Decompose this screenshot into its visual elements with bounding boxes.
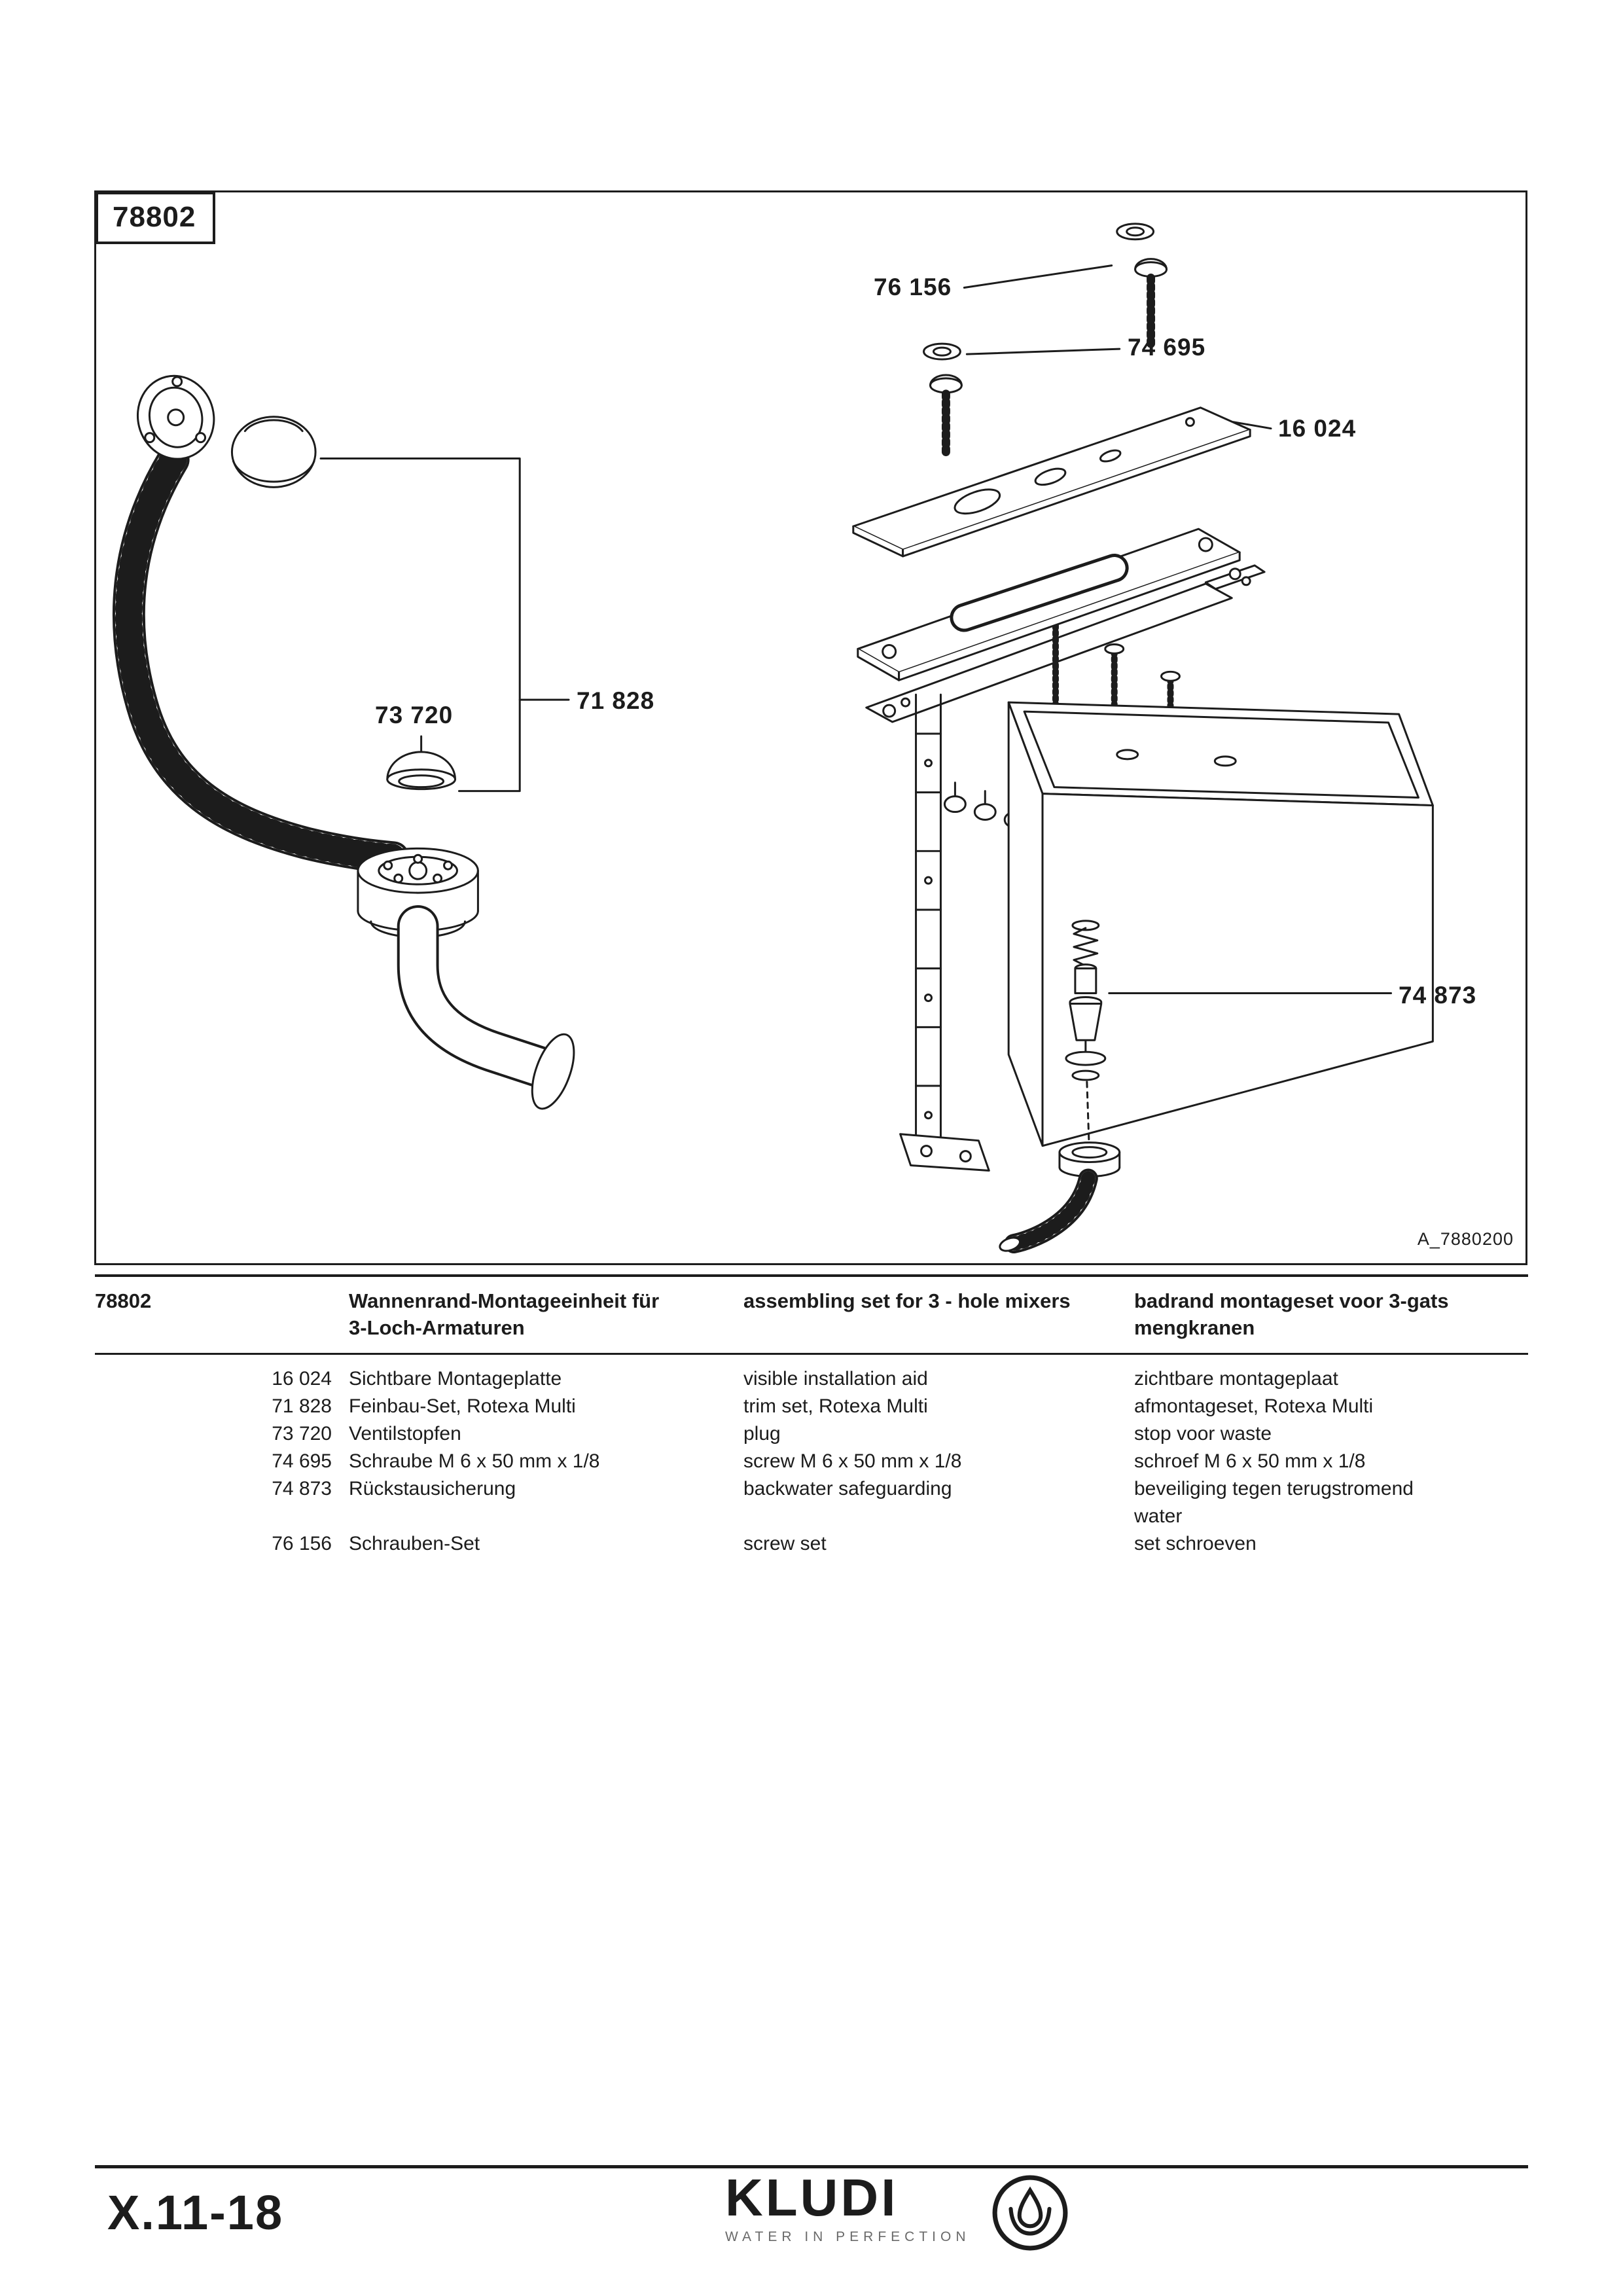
part-label-76156: 76 156 — [874, 274, 952, 300]
parts-table-header: 78802 Wannenrand-Montageeinheit für 3-Lo… — [95, 1274, 1528, 1355]
diagram-frame: 76 156 74 695 16 024 71 828 73 720 74 87… — [94, 190, 1527, 1265]
desc-nl: schroef M 6 x 50 mm x 1/8 — [1134, 1450, 1366, 1472]
part-number: 73 720 — [272, 1423, 332, 1444]
brand-tagline: WATER IN PERFECTION — [725, 2229, 971, 2244]
header-german: Wannenrand-Montageeinheit für 3-Loch-Arm… — [349, 1289, 660, 1339]
part-number: 16 024 — [272, 1368, 332, 1390]
kludi-logo-icon — [992, 2175, 1067, 2251]
header-english: assembling set for 3 - hole mixers — [743, 1289, 1071, 1312]
drain-strainer — [357, 847, 479, 894]
part-label-16024: 16 024 — [1278, 415, 1357, 442]
figure-reference: A_7880200 — [1417, 1229, 1514, 1249]
part-label-73720: 73 720 — [375, 702, 454, 728]
parts-table: 78802 Wannenrand-Montageeinheit für 3-Lo… — [95, 1274, 1528, 1558]
part-number: 74 695 — [272, 1450, 332, 1472]
desc-de: Feinbau-Set, Rotexa Multi — [349, 1395, 576, 1417]
desc-en: plug — [743, 1423, 781, 1444]
desc-de: Rückstausicherung — [349, 1478, 516, 1499]
parts-table-body: 16 024 Sichtbare Montageplatte visible i… — [95, 1355, 1528, 1558]
desc-en: screw M 6 x 50 mm x 1/8 — [743, 1450, 962, 1472]
outlet-hose — [999, 1168, 1098, 1254]
desc-nl: set schroeven — [1134, 1533, 1257, 1554]
desc-de: Schrauben-Set — [349, 1533, 480, 1554]
desc-en: backwater safeguarding — [743, 1478, 952, 1499]
washer — [1116, 223, 1155, 241]
desc-de: Ventilstopfen — [349, 1423, 461, 1444]
desc-nl: zichtbare montageplaat — [1134, 1368, 1338, 1390]
installation-plate — [852, 406, 1251, 558]
carrier-frame — [865, 564, 1266, 723]
corrugated-hose — [112, 443, 410, 874]
part-number: 71 828 — [272, 1395, 332, 1417]
part-label-74695: 74 695 — [1128, 334, 1206, 361]
desc-en: trim set, Rotexa Multi — [743, 1395, 928, 1417]
mounting-box — [1007, 701, 1434, 1147]
table-row: 73 720 Ventilstopfen plug stop voor wast… — [95, 1420, 1528, 1448]
exploded-diagram — [112, 223, 1434, 1254]
overflow-cap — [230, 416, 317, 488]
outlet-flange — [1058, 1141, 1121, 1177]
table-row: 16 024 Sichtbare Montageplatte visible i… — [95, 1365, 1528, 1393]
brand-logo: KLUDI WATER IN PERFECTION — [725, 2172, 1070, 2253]
table-row: 71 828 Feinbau-Set, Rotexa Multi trim se… — [95, 1393, 1528, 1420]
mounting-rail — [899, 693, 990, 1172]
drain-elbow-pipe — [397, 905, 575, 1110]
table-row: 74 695 Schraube M 6 x 50 mm x 1/8 screw … — [95, 1448, 1528, 1475]
desc-nl: beveiliging tegen terugstromend water — [1134, 1478, 1414, 1527]
backwater-valve — [1065, 920, 1107, 1141]
desc-en: screw set — [743, 1533, 827, 1554]
mounting-plate — [857, 528, 1241, 681]
footer-divider — [95, 2165, 1528, 2168]
table-row: 74 873 Rückstausicherung backwater safeg… — [95, 1475, 1528, 1530]
screw — [929, 374, 963, 459]
desc-nl: afmontageset, Rotexa Multi — [1134, 1395, 1374, 1417]
part-number: 76 156 — [272, 1533, 332, 1554]
desc-en: visible installation aid — [743, 1368, 928, 1390]
trim-set-bracket — [319, 457, 570, 793]
brand-name: KLUDI — [725, 2168, 899, 2227]
header-dutch: badrand montageset voor 3-gats mengkrane… — [1134, 1289, 1449, 1339]
plug — [386, 735, 456, 791]
part-label-74873: 74 873 — [1399, 982, 1477, 1009]
part-number: 74 873 — [272, 1478, 332, 1499]
desc-de: Sichtbare Montageplatte — [349, 1368, 562, 1390]
page-number: X.11-18 — [107, 2185, 284, 2240]
leader-lines — [963, 264, 1393, 995]
washer — [923, 342, 961, 361]
table-code: 78802 — [95, 1289, 152, 1312]
desc-nl: stop voor waste — [1134, 1423, 1272, 1444]
desc-de: Schraube M 6 x 50 mm x 1/8 — [349, 1450, 600, 1472]
screw — [1134, 258, 1168, 348]
product-code-box: 78802 — [96, 192, 216, 244]
table-row: 76 156 Schrauben-Set screw set set schro… — [95, 1530, 1528, 1558]
overflow-rosette — [136, 374, 215, 460]
part-label-71828: 71 828 — [577, 687, 655, 714]
